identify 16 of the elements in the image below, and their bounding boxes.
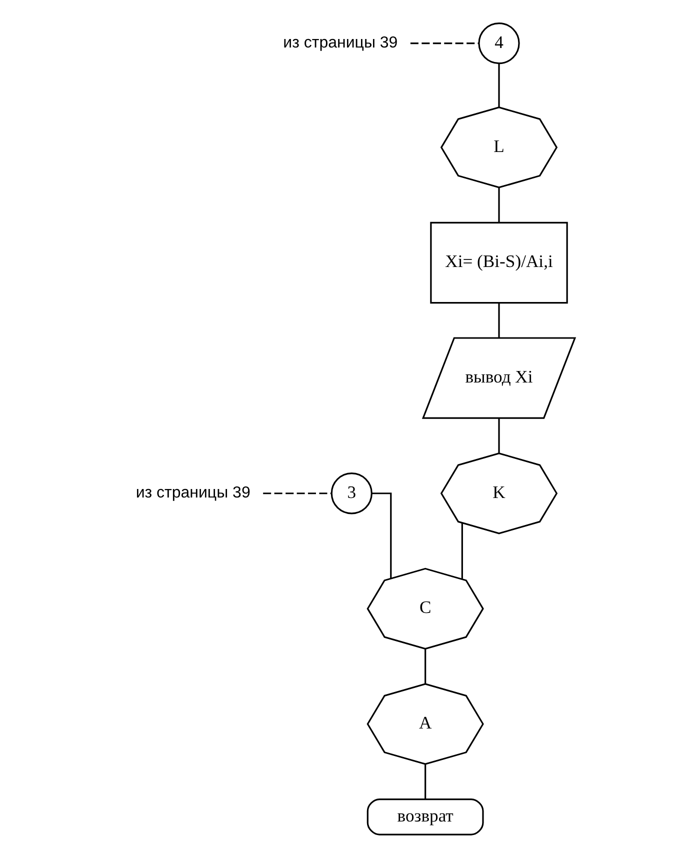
connector [424,764,426,800]
connector [424,649,426,684]
connector [372,492,392,578]
node-box: возврат [366,798,484,836]
node-text: из страницы 39 [136,484,250,502]
node-box: Xi= (Bi-S)/Ai,i [430,222,568,304]
node-circle: 4 [478,22,520,64]
connector [498,303,500,338]
connector [498,63,500,108]
node-circle: 3 [330,472,372,514]
connector [498,188,500,222]
connector [461,523,463,579]
connector [410,42,479,44]
connector [263,492,332,494]
node-text: из страницы 39 [283,34,398,52]
connector [498,418,500,453]
